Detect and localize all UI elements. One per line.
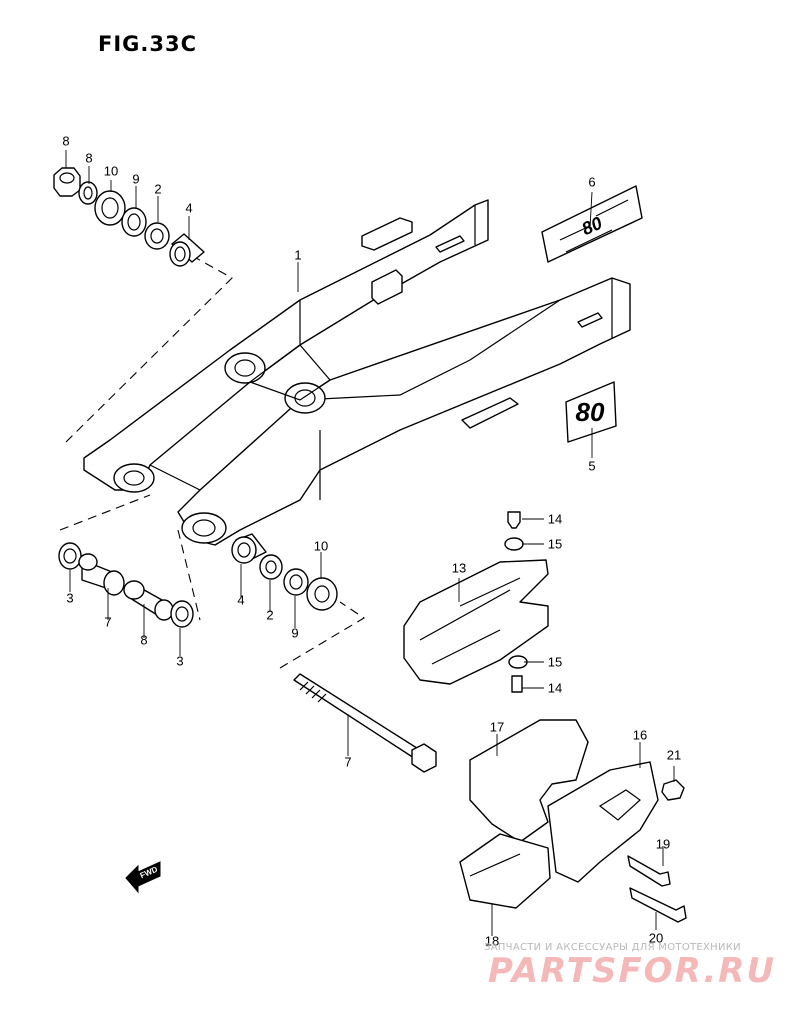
plate-16 <box>547 761 659 883</box>
shock-mount-left <box>224 352 266 384</box>
callout-10: 10 <box>313 538 329 554</box>
callout-15: 15 <box>547 654 563 670</box>
bolt-14-upper <box>507 511 521 529</box>
callout-8: 8 <box>140 632 148 648</box>
bracket-assembly <box>459 719 687 923</box>
swing-arm-chain-guide-mount <box>371 269 403 305</box>
pivot-bolt-head <box>411 743 437 773</box>
callout-4: 4 <box>237 592 245 608</box>
chain-guide-hardware <box>504 511 528 693</box>
pivot-boss-left <box>113 463 155 493</box>
callout-6: 6 <box>588 174 596 190</box>
swing-arm-right-beam <box>177 277 631 546</box>
callout-16: 16 <box>632 727 648 743</box>
callout-3: 3 <box>176 653 184 669</box>
swing-arm-left-bracket <box>361 217 413 251</box>
decal-6 <box>541 185 643 263</box>
spacer-2-lower <box>259 554 283 580</box>
figure-title: FIG.33C <box>98 32 198 56</box>
axis-line-lower-left <box>59 494 151 531</box>
axis-line-upper-left <box>65 257 233 443</box>
bracket-17 <box>469 719 589 843</box>
nut-12 <box>53 167 81 197</box>
callout-13: 13 <box>451 560 467 576</box>
callout-4: 4 <box>185 200 193 216</box>
lower-bearing-stack <box>231 533 338 611</box>
washer-11 <box>78 181 98 205</box>
callout-12: 8 <box>62 133 70 149</box>
swing-arm-right-slot <box>577 312 603 328</box>
callout-20: 20 <box>648 930 664 946</box>
watermark-caption: ЗАПЧАСТИ И АКСЕССУАРЫ ДЛЯ МОТОТЕХНИКИ <box>484 942 741 953</box>
swing-arm <box>83 199 631 546</box>
callout-15: 15 <box>547 536 563 552</box>
callout-17: 17 <box>489 719 505 735</box>
decal-5 <box>565 381 617 443</box>
callout-10: 10 <box>103 163 119 179</box>
callout-9: 9 <box>132 171 140 187</box>
bolt-19 <box>627 855 671 887</box>
axis-line-lower-mid <box>177 529 201 621</box>
callout-14: 14 <box>547 511 563 527</box>
callout-11: 8 <box>85 150 93 166</box>
callout-9: 9 <box>291 625 299 641</box>
bolt-21 <box>661 779 685 801</box>
bolt-20 <box>629 887 687 923</box>
spacer-2-upper <box>144 222 170 250</box>
callout-1: 1 <box>294 247 302 263</box>
chain-guide <box>403 559 549 685</box>
axis-line-bolt <box>279 601 366 669</box>
seal-3-left <box>58 542 82 570</box>
callout-8: 7 <box>104 614 112 630</box>
callout-2: 2 <box>266 607 274 623</box>
seal-9-lower <box>283 568 309 596</box>
watermark-logo[interactable]: PARTSFOR.RU <box>488 951 777 991</box>
nut-15-upper <box>504 537 524 551</box>
callout-3: 3 <box>66 590 74 606</box>
pivot-bolt <box>293 673 437 773</box>
callout-5: 5 <box>588 458 596 474</box>
seal-3-right <box>170 600 194 628</box>
seal-9-upper <box>121 207 147 237</box>
callout-14: 14 <box>547 680 563 696</box>
callout-2: 2 <box>154 181 162 197</box>
callout-7: 7 <box>344 754 352 770</box>
seal-10-upper <box>94 190 126 226</box>
guard-18 <box>459 833 551 909</box>
lower-left-stack <box>58 542 194 628</box>
callout-18: 18 <box>484 933 500 949</box>
swing-arm-left-slot <box>435 235 465 253</box>
callout-19: 19 <box>655 836 671 852</box>
upper-bearing-stack <box>53 167 205 267</box>
decal-5-text: 80 <box>575 397 605 427</box>
seal-10-lower <box>306 577 338 611</box>
callout-21: 21 <box>666 747 682 763</box>
fwd-arrow-icon <box>125 861 161 894</box>
swing-arm-lower-bracket <box>461 397 519 429</box>
leader-lines <box>65 150 675 936</box>
pivot-boss-right <box>181 512 227 544</box>
bolt-14-lower <box>511 675 523 693</box>
